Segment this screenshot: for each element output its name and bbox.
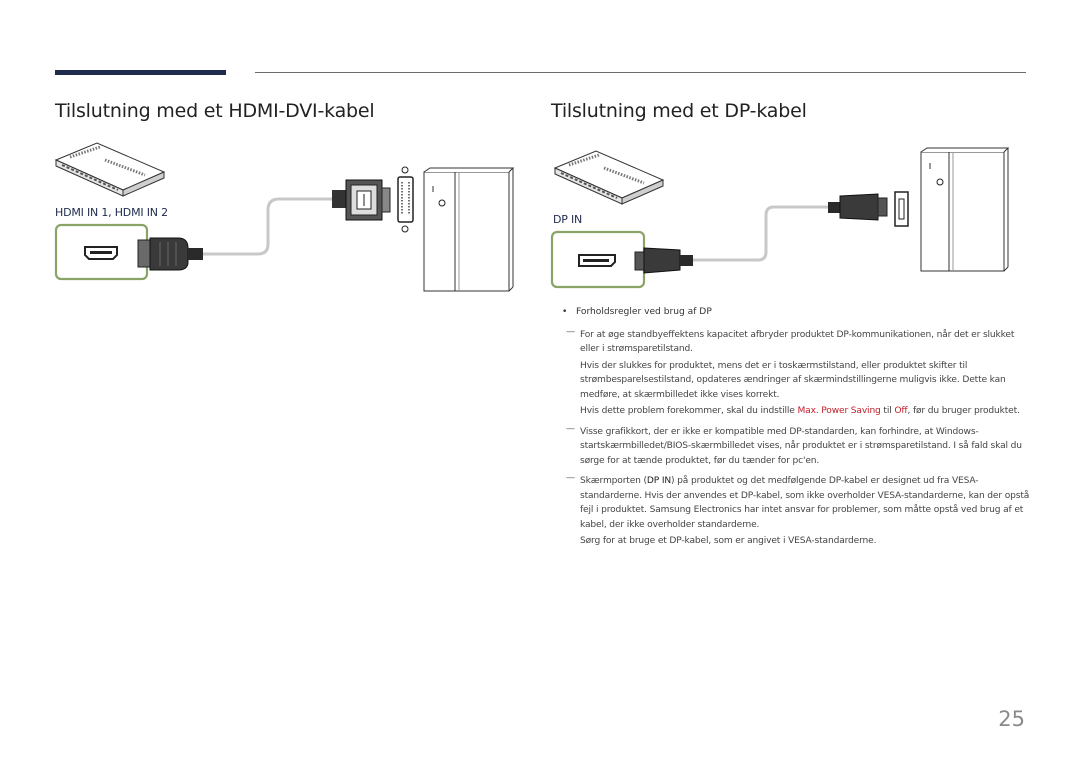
- pc-tower-icon: [920, 147, 1010, 272]
- pc-tower-icon: [423, 167, 515, 292]
- port-label-dp: DP IN: [553, 213, 583, 226]
- section-title-hdmi-dvi: Tilslutning med et HDMI-DVI-kabel: [55, 100, 375, 122]
- dvi-plug-icon: [332, 179, 391, 221]
- note-vesa-text-2: Sørg for at bruge et DP-kabel, som er an…: [580, 536, 877, 546]
- media-player-device-icon: [553, 150, 665, 205]
- note-graphics-cards-text: Visse grafikkort, der er ikke er kompati…: [580, 426, 1022, 466]
- note-dash-icon: —: [566, 473, 576, 483]
- dp-plug-icon-port-side: [634, 247, 693, 274]
- note-dash-icon: —: [566, 326, 576, 337]
- port-name-dp-in: DP IN: [646, 476, 672, 486]
- menu-option-max-power-saving: Max. Power Saving: [797, 406, 881, 416]
- hdmi-plug-icon: [137, 237, 203, 271]
- menu-value-off: Off: [894, 406, 908, 416]
- port-label-hdmi: HDMI IN 1, HDMI IN 2: [55, 206, 168, 219]
- note-vesa-text-1: Skærmporten (DP IN) på produktet og det …: [580, 476, 1030, 530]
- precautions-heading: Forholdsregler ved brug af DP: [576, 307, 712, 317]
- media-player-device-icon: [54, 142, 166, 197]
- precautions-bullet: • Forholdsregler ved brug af DP: [561, 305, 1031, 320]
- section-title-dp: Tilslutning med et DP-kabel: [551, 100, 807, 122]
- note-standby-text-2: Hvis der slukkes for produktet, mens det…: [580, 360, 1006, 400]
- bullet-dot-icon: •: [562, 307, 568, 317]
- dvi-port-icon: [397, 166, 414, 233]
- dp-port-icon: [550, 230, 646, 289]
- hdmi-port-icon: [54, 223, 149, 281]
- page-number: 25: [998, 707, 1025, 731]
- note-dash-icon: —: [566, 423, 576, 434]
- dp-precautions-notes: • Forholdsregler ved brug af DP — For at…: [561, 305, 1031, 551]
- dp-connection-diagram: DP IN: [540, 0, 1040, 300]
- dp-port-pc-icon: [894, 191, 909, 227]
- note-vesa: — Skærmporten (DP IN) på produktet og de…: [561, 473, 1031, 549]
- hdmi-dvi-connection-diagram: HDMI IN 1, HDMI IN 2: [0, 0, 540, 300]
- header-accent-bar: [55, 70, 226, 75]
- header-divider: [255, 72, 1026, 73]
- note-graphics-cards: — Visse grafikkort, der er ikke er kompa…: [561, 423, 1031, 469]
- note-standby-text-3: Hvis dette problem forekommer, skal du i…: [580, 406, 1020, 416]
- note-standby-text-1: For at øge standbyeffektens kapacitet af…: [580, 329, 1015, 355]
- dp-plug-icon-pc-side: [828, 193, 888, 221]
- note-standby: — For at øge standbyeffektens kapacitet …: [561, 326, 1031, 419]
